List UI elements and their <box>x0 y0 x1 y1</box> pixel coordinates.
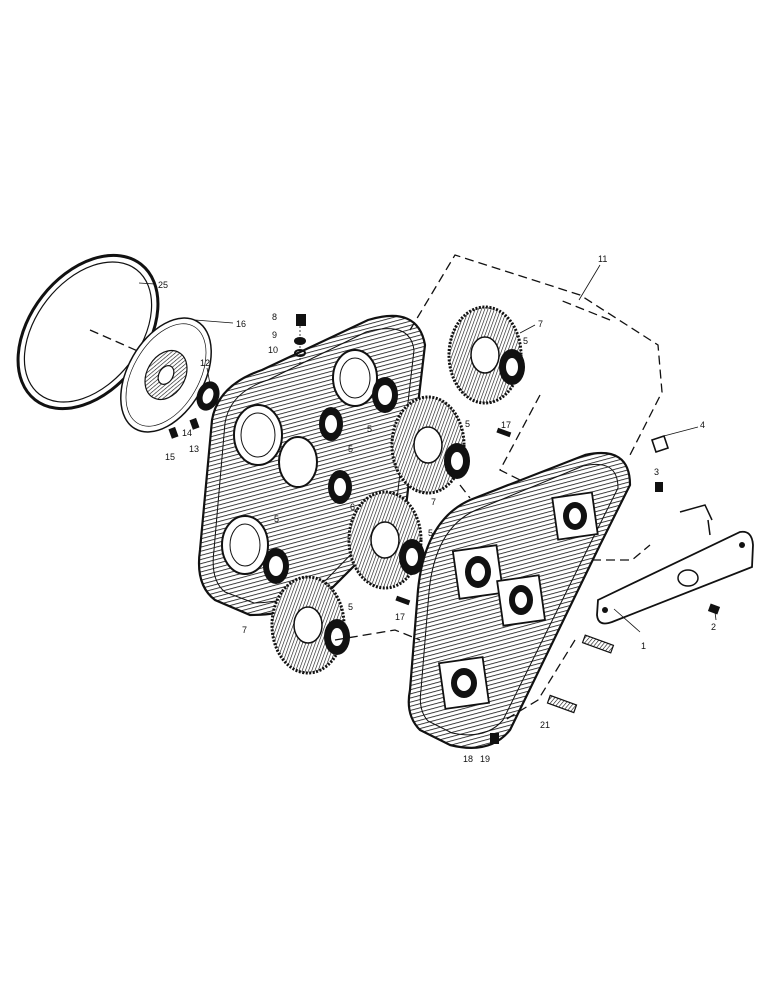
housing-cover <box>407 451 632 749</box>
clutch-bolts <box>168 417 200 439</box>
callout-7-middle: 7 <box>431 497 436 507</box>
callout-labels: 25 16 12 14 13 15 8 9 10 11 7 5 5 5 5 5 … <box>158 254 716 764</box>
mounting-bracket <box>596 504 754 625</box>
callout-5-g: 5 <box>348 602 353 612</box>
hub-ring <box>196 381 220 411</box>
callout-5-e: 5 <box>274 514 279 524</box>
callout-5-b: 5 <box>367 424 372 434</box>
callout-17-b: 17 <box>395 612 405 622</box>
callout-21: 21 <box>540 720 550 730</box>
gear-6 <box>347 490 425 590</box>
callout-13: 13 <box>189 444 199 454</box>
callout-5-a: 5 <box>523 336 528 346</box>
callout-19: 19 <box>480 754 490 764</box>
callout-11: 11 <box>598 254 607 264</box>
callout-16: 16 <box>236 319 246 329</box>
callout-4: 4 <box>700 420 705 430</box>
callout-1: 1 <box>641 641 646 651</box>
callout-18: 18 <box>463 754 473 764</box>
callout-7-lower: 7 <box>242 625 247 635</box>
studs <box>490 634 615 744</box>
leader-lines <box>138 264 717 633</box>
dowel-pins <box>395 427 512 606</box>
callout-5-d: 5 <box>465 419 470 429</box>
callout-7-upper: 7 <box>538 319 543 329</box>
fasteners <box>650 434 721 615</box>
plug-stack <box>294 314 306 366</box>
clutch-disc <box>120 317 212 433</box>
callout-5-c: 5 <box>348 444 353 454</box>
callout-6: 6 <box>350 502 355 512</box>
callout-10: 10 <box>268 345 278 355</box>
callout-3: 3 <box>654 467 659 477</box>
callout-17-a: 17 <box>501 420 511 430</box>
gear-7-middle <box>390 395 470 495</box>
gear-7-upper <box>447 305 525 405</box>
callout-15: 15 <box>165 452 175 462</box>
callout-14: 14 <box>182 428 192 438</box>
callout-5-f: 5 <box>428 528 433 538</box>
callout-2: 2 <box>711 622 716 632</box>
callout-9: 9 <box>272 330 277 340</box>
callout-12: 12 <box>200 358 210 368</box>
callout-8: 8 <box>272 312 277 322</box>
gear-7-lower <box>270 575 350 675</box>
callout-25: 25 <box>158 280 168 290</box>
assembly-lines <box>89 254 663 721</box>
